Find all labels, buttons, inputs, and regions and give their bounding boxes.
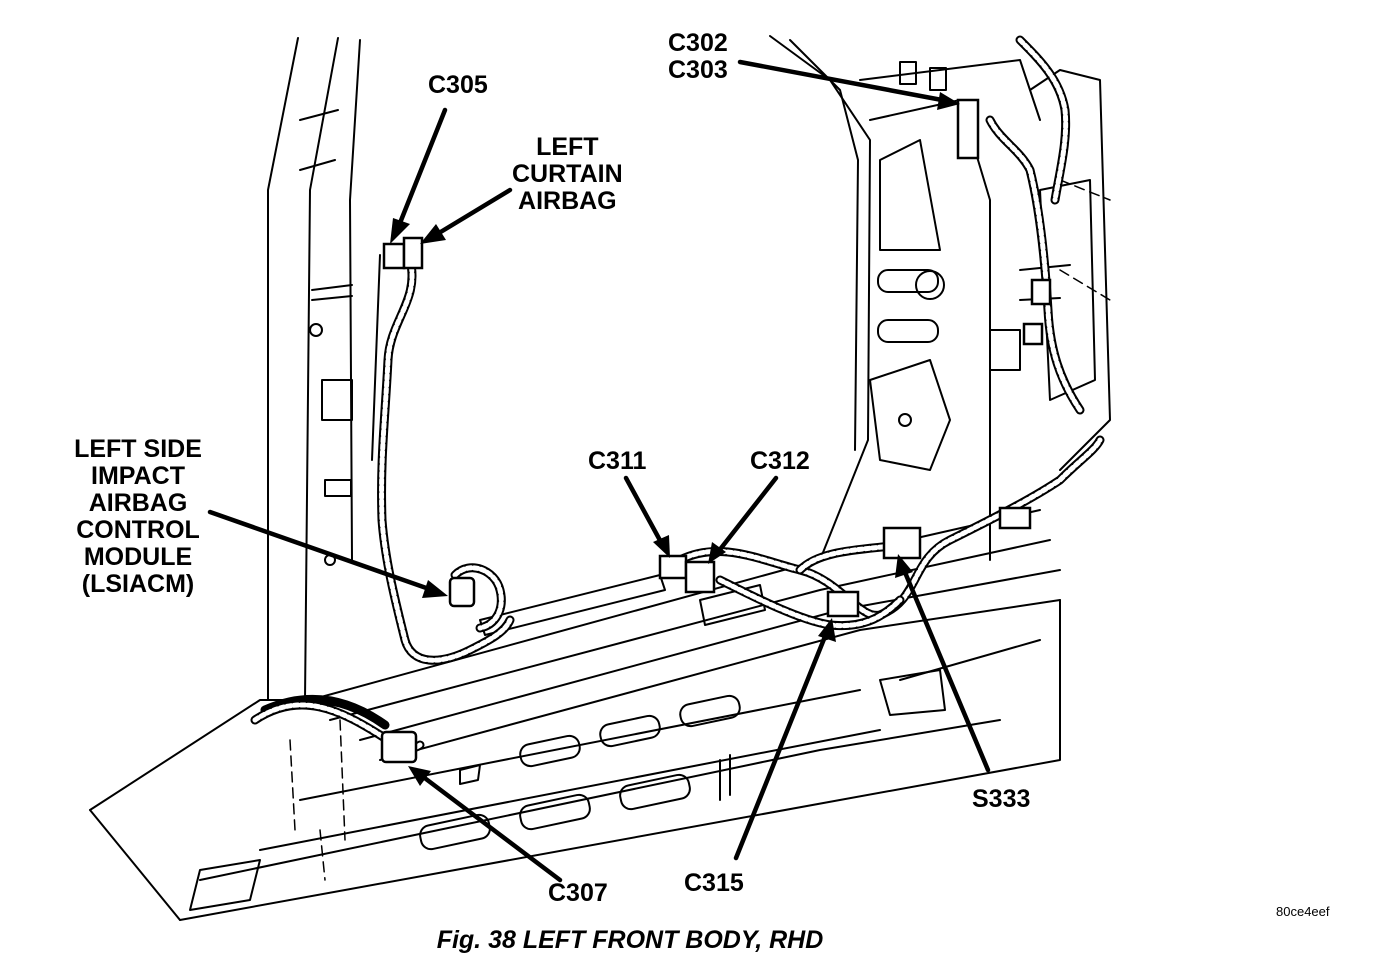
figure-caption: Fig. 38 LEFT FRONT BODY, RHD: [0, 926, 1260, 955]
arrow-c312: [715, 475, 779, 555]
arrow-c311: [623, 475, 665, 547]
label-c305: C305: [428, 71, 488, 99]
arrow-c302-c303: [737, 59, 945, 103]
figure-number: Fig. 38: [436, 926, 516, 954]
connector-curtain-airbag: [402, 236, 424, 270]
connector-b-pillar-upper: [1030, 278, 1052, 306]
leader-arrows: [207, 59, 991, 883]
label-s333: S333: [972, 785, 1031, 813]
label-lsiacm: LEFT SIDE IMPACT AIRBAG CONTROL MODULE (…: [74, 435, 202, 598]
arrow-lsiacm: [207, 509, 435, 593]
label-c315: C315: [684, 869, 744, 897]
connector-lsiacm: [448, 576, 476, 608]
label-c307: C307: [548, 879, 608, 907]
label-left-curtain-airbag: LEFT CURTAIN AIRBAG: [512, 133, 623, 215]
connector-c312: [684, 560, 716, 594]
image-code: 80ce4eef: [1276, 904, 1330, 919]
connector-c305: [382, 242, 406, 270]
wiring-harness: [250, 35, 1105, 753]
connector-c307: [380, 730, 418, 764]
arrow-c307: [419, 773, 563, 883]
connector-c302-c303: [956, 98, 980, 160]
arrow-s333: [901, 567, 991, 773]
arrow-left-curtain-airbag: [431, 187, 513, 239]
connector-c315: [826, 590, 860, 618]
arrow-c305: [395, 107, 448, 231]
label-c302-c303: C302 C303: [668, 29, 728, 84]
arrow-c315: [733, 631, 829, 861]
label-c311: C311: [588, 447, 647, 475]
connector-b-pillar-lower-2: [998, 506, 1032, 530]
splice-s333: [882, 526, 922, 560]
connector-b-pillar-lower: [1022, 322, 1044, 346]
connectors: [380, 98, 1052, 764]
figure-title: LEFT FRONT BODY, RHD: [522, 926, 824, 954]
connector-c311: [658, 554, 688, 580]
label-c312: C312: [750, 447, 810, 475]
